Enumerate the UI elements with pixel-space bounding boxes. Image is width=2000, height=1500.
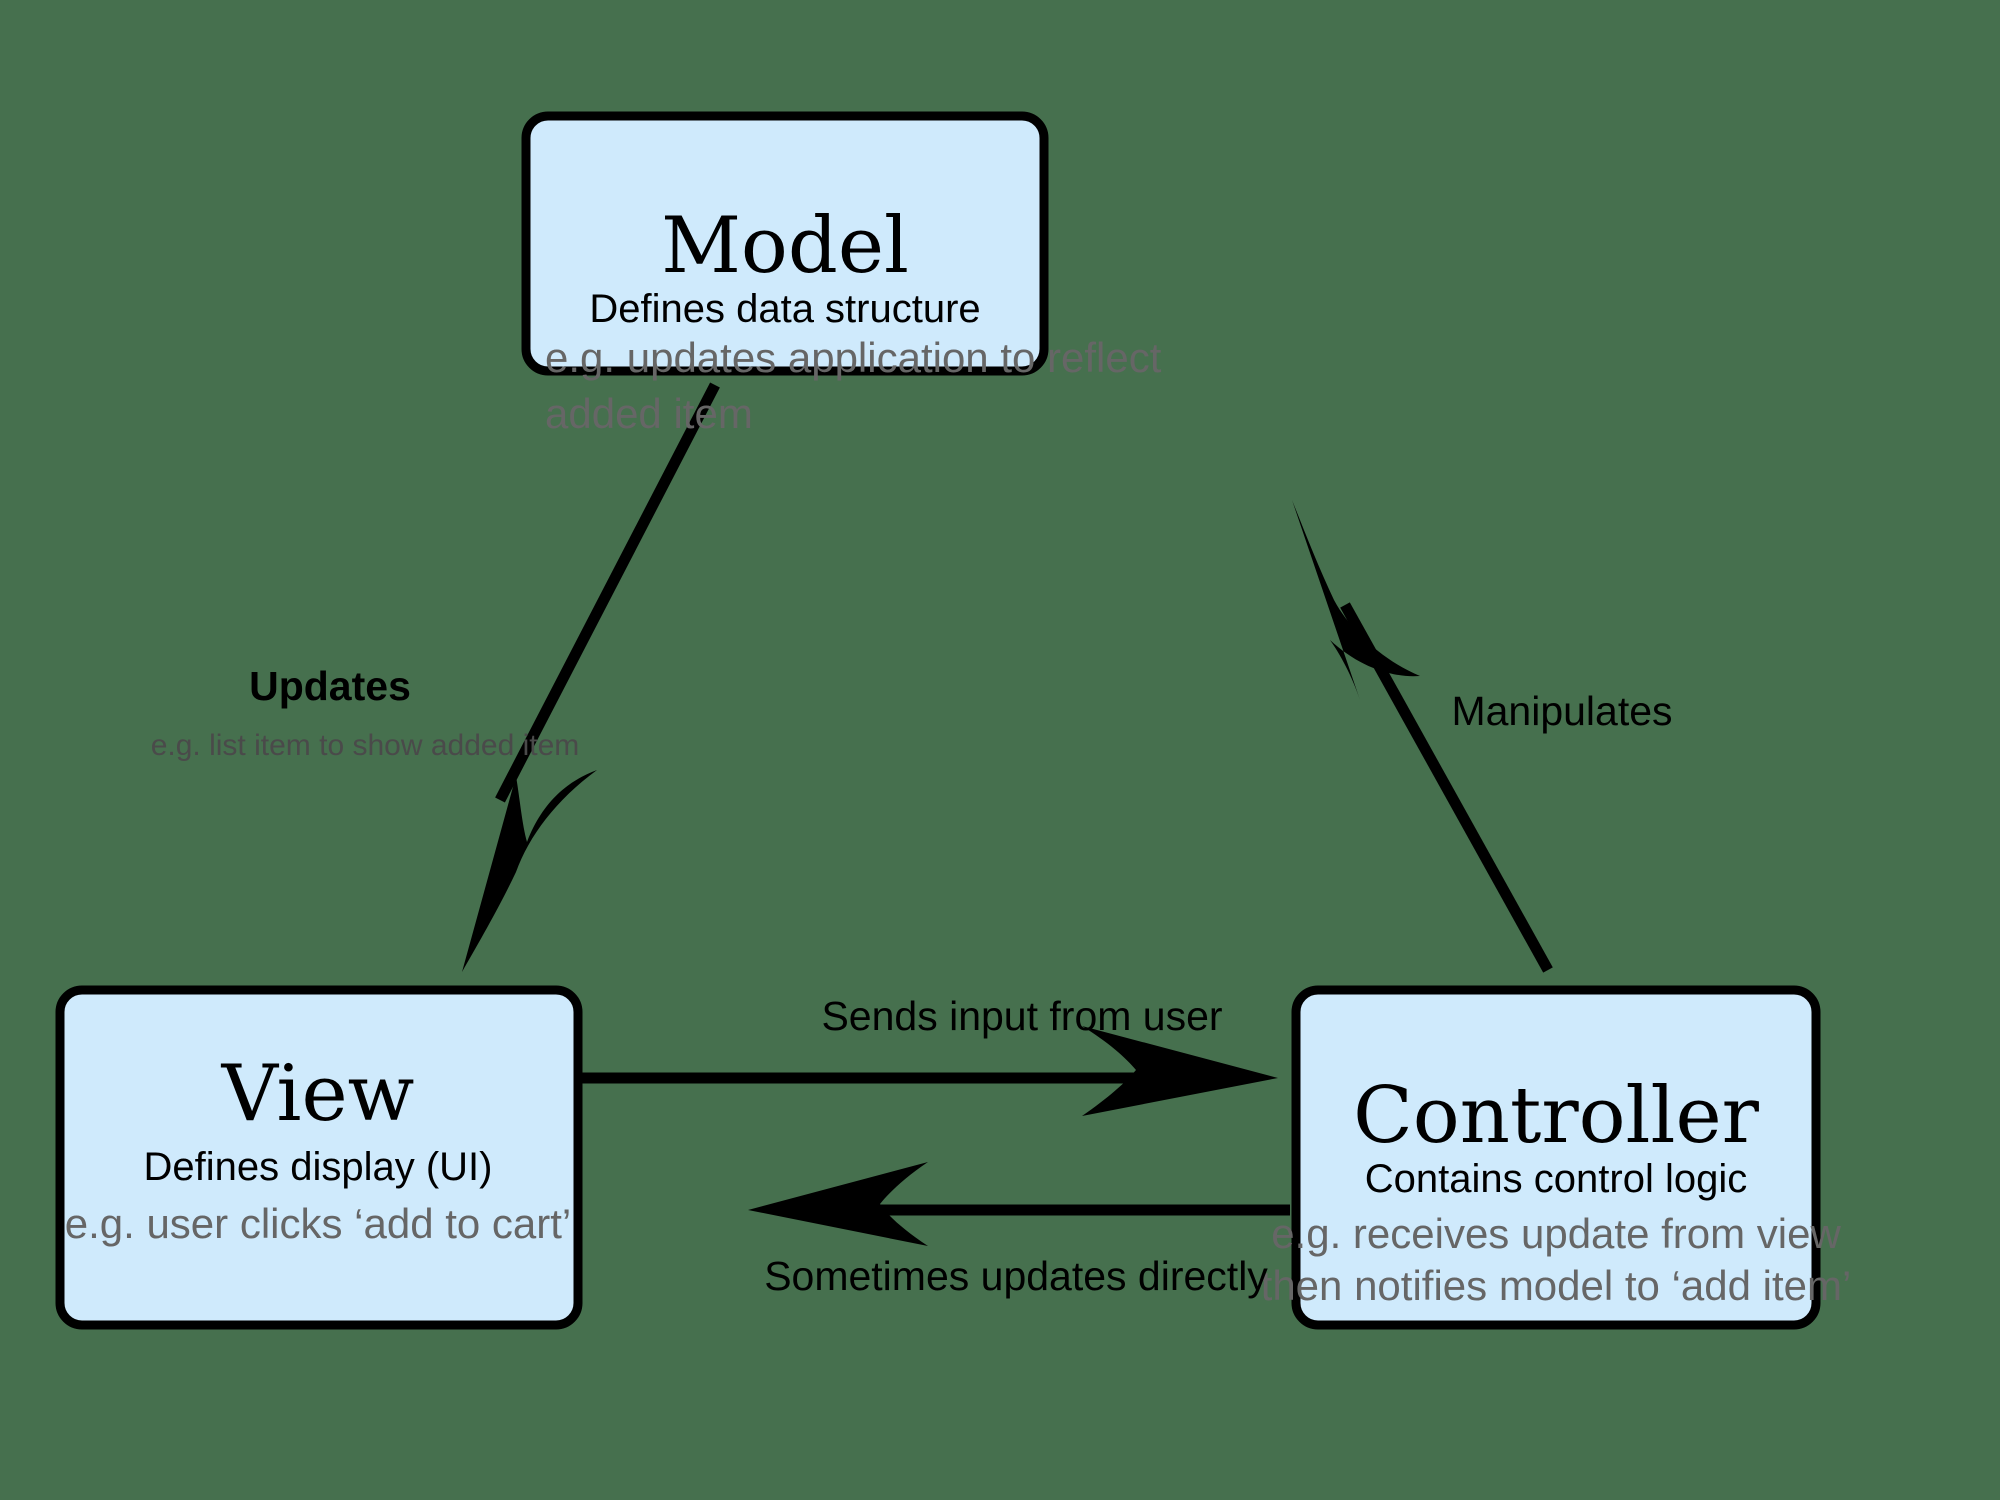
edge-view-to-controller-arrowhead [1082,1026,1278,1116]
node-model-example-line2: added item [545,390,753,437]
node-model[interactable]: Model Defines data structure e.g. update… [521,111,1162,437]
node-view[interactable]: View Defines display (UI) e.g. user clic… [55,985,583,1330]
node-model-box[interactable] [521,111,1049,376]
edge-model-to-view [462,382,720,972]
edge-label-updates-example: e.g. list item to show added item [151,729,580,762]
node-model-title: Model [661,201,909,291]
edge-controller-to-model-arrowhead [1292,500,1420,700]
node-controller[interactable]: Controller Contains control logic e.g. r… [1261,985,1852,1330]
edge-model-to-view-arrowhead [462,770,597,972]
edge-label-model-to-view: Updates e.g. list item to show added ite… [151,663,580,762]
edge-label-updates: Updates [249,663,411,709]
node-controller-subtitle: Contains control logic [1365,1157,1747,1201]
edge-controller-to-view-arrowhead [748,1162,928,1246]
edge-label-sometimes-updates: Sometimes updates directly [764,1253,1268,1299]
edge-controller-to-model [1292,500,1553,973]
edge-label-controller-to-view: Sometimes updates directly [764,1253,1268,1299]
edge-model-to-view-line [495,382,720,803]
node-controller-title: Controller [1353,1071,1760,1161]
node-view-subtitle: Defines display (UI) [143,1145,492,1189]
node-view-title: View [221,1049,415,1139]
node-controller-box[interactable] [1291,985,1821,1330]
edge-controller-to-view [748,1162,1290,1246]
node-view-box[interactable] [55,985,583,1330]
edge-label-manipulates: Manipulates [1451,688,1672,734]
node-model-example-line1: e.g. updates application to reflect [545,334,1162,381]
edge-label-sends-input: Sends input from user [821,993,1222,1039]
edge-view-to-controller [578,1026,1278,1116]
node-view-example-line1: e.g. user clicks ‘add to cart’ [65,1200,572,1247]
edge-label-controller-to-model: Manipulates [1451,688,1672,734]
node-controller-example-line1: e.g. receives update from view [1271,1210,1841,1257]
node-controller-example-line2: then notifies model to ‘add item’ [1261,1262,1852,1309]
edge-label-view-to-controller: Sends input from user [821,993,1222,1039]
node-model-subtitle: Defines data structure [589,287,980,331]
